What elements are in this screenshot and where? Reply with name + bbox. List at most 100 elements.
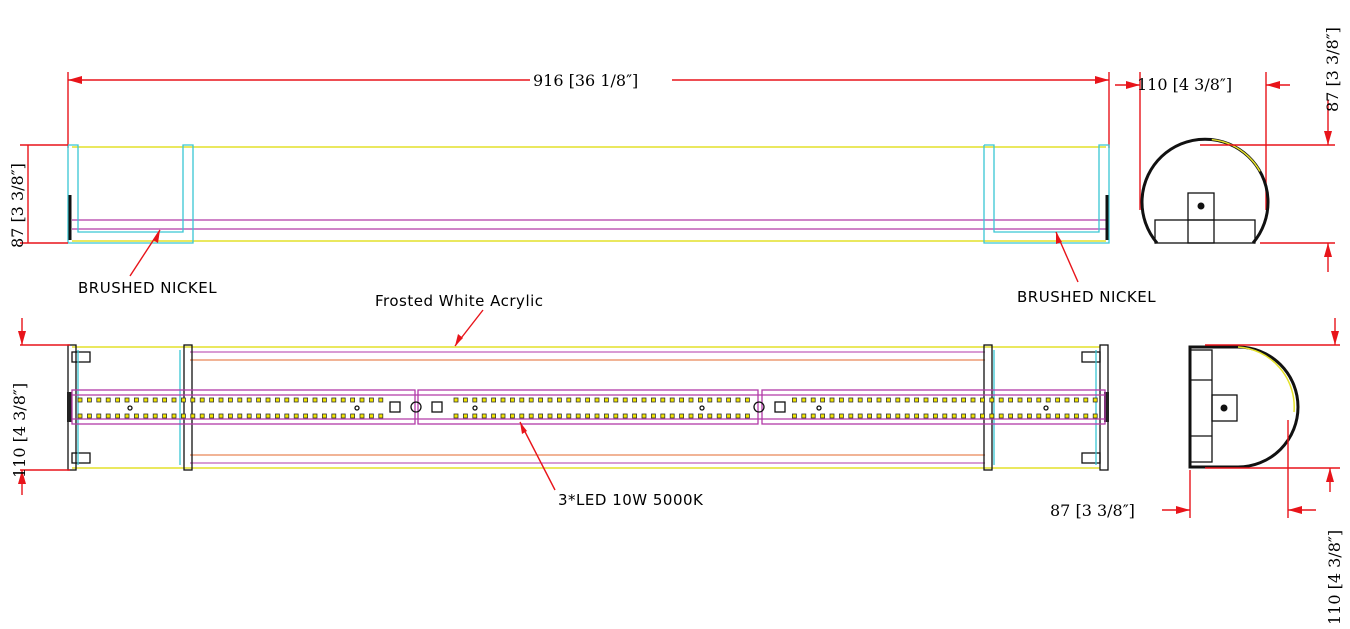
led-chip <box>1045 413 1051 419</box>
front-height-label: 87 [3 3/8″] <box>8 163 27 248</box>
led-chip <box>970 397 976 403</box>
led-chip <box>237 413 243 419</box>
led-chip <box>1092 413 1098 419</box>
led-chip <box>105 413 111 419</box>
left-cap-edge <box>183 344 193 471</box>
led-chip <box>989 397 995 403</box>
led-chip <box>303 413 309 419</box>
led-chip <box>180 397 186 403</box>
led-chip <box>1008 397 1013 403</box>
led-chip <box>368 397 374 403</box>
led-chip <box>143 397 149 403</box>
led-chip <box>199 397 205 403</box>
led-chip <box>491 413 497 419</box>
led-chip <box>321 413 327 419</box>
top-side-width-label: 110 [4 3/8″] <box>1137 75 1232 94</box>
led-chip <box>632 397 637 403</box>
arrowhead-icon <box>153 230 160 243</box>
led-chip <box>594 397 600 403</box>
led-chip <box>519 413 525 419</box>
led-chip <box>980 413 985 419</box>
end-view-top: 110 [4 3/8″] 87 [3 3/8″] <box>1115 27 1342 272</box>
led-chip <box>904 413 910 419</box>
led-chip <box>481 397 487 403</box>
led-chip <box>669 413 675 419</box>
left-clip <box>71 452 91 464</box>
led-chip <box>481 413 487 419</box>
led-chip <box>566 413 572 419</box>
led-chip <box>491 397 497 403</box>
led-chip <box>87 413 92 419</box>
led-chip <box>801 413 807 419</box>
led-chip <box>698 397 703 403</box>
led-chip <box>96 413 102 419</box>
led-board-1 <box>71 389 416 425</box>
led-chip <box>528 413 534 419</box>
led-board-2 <box>417 389 759 425</box>
left-clip <box>71 351 91 363</box>
mount-hole-icon <box>472 405 478 411</box>
led-chip <box>462 413 468 419</box>
led-chip <box>688 413 694 419</box>
arrowhead-icon <box>455 334 463 346</box>
led-chip <box>538 413 543 419</box>
arrowhead-icon <box>1288 506 1302 514</box>
led-chip <box>876 397 882 403</box>
led-chip <box>613 413 619 419</box>
led-chip <box>923 397 929 403</box>
led-chip <box>105 397 111 403</box>
led-chip <box>886 397 891 403</box>
led-chip <box>227 397 233 403</box>
mount-bracket <box>1187 192 1215 244</box>
screw-icon <box>1220 404 1228 412</box>
end-mount <box>1104 392 1109 422</box>
led-chip <box>368 413 374 419</box>
led-chip <box>547 413 553 419</box>
led-chip <box>622 413 628 419</box>
led-chip <box>594 413 600 419</box>
mount-bracket <box>1211 394 1238 422</box>
arrowhead-icon <box>1176 506 1190 514</box>
led-chip <box>1083 397 1089 403</box>
bottom-side-width-label: 87 [3 3/8″] <box>1050 501 1135 520</box>
led-chip <box>810 397 816 403</box>
right-clip <box>1081 452 1101 464</box>
led-chip <box>679 413 684 419</box>
led-chip <box>989 413 995 419</box>
led-chip <box>246 397 252 403</box>
led-chip <box>688 397 694 403</box>
led-chip <box>895 413 901 419</box>
led-chip <box>933 413 938 419</box>
arrowhead-icon <box>1326 468 1334 482</box>
led-chip <box>237 397 243 403</box>
led-chip <box>1055 397 1060 403</box>
led-chip <box>867 397 872 403</box>
led-chip <box>745 413 750 419</box>
led-chip <box>312 397 318 403</box>
led-chip <box>857 397 863 403</box>
led-chip <box>218 397 224 403</box>
led-chip <box>359 397 365 403</box>
led-chip <box>660 397 666 403</box>
led-chip <box>1092 397 1098 403</box>
led-chip <box>162 413 168 419</box>
led-chip <box>942 413 948 419</box>
led-chip <box>378 397 384 403</box>
led-chip <box>575 397 581 403</box>
led-chip <box>152 413 158 419</box>
led-chip <box>839 413 844 419</box>
arrowhead-icon <box>1331 331 1339 345</box>
led-chip <box>970 413 976 419</box>
housing-profile <box>1188 345 1300 469</box>
left-end-cap <box>67 144 194 244</box>
led-chip <box>331 413 337 419</box>
mount-plate <box>1189 349 1213 463</box>
led-chip <box>509 397 515 403</box>
screw-icon <box>1197 202 1205 210</box>
led-chip <box>472 413 478 419</box>
right-end-cap <box>983 144 1110 244</box>
end-view-bottom: 87 [3 3/8″] 110 [4 3/8″] <box>1050 318 1344 625</box>
led-chip <box>547 397 553 403</box>
led-chip <box>933 397 938 403</box>
